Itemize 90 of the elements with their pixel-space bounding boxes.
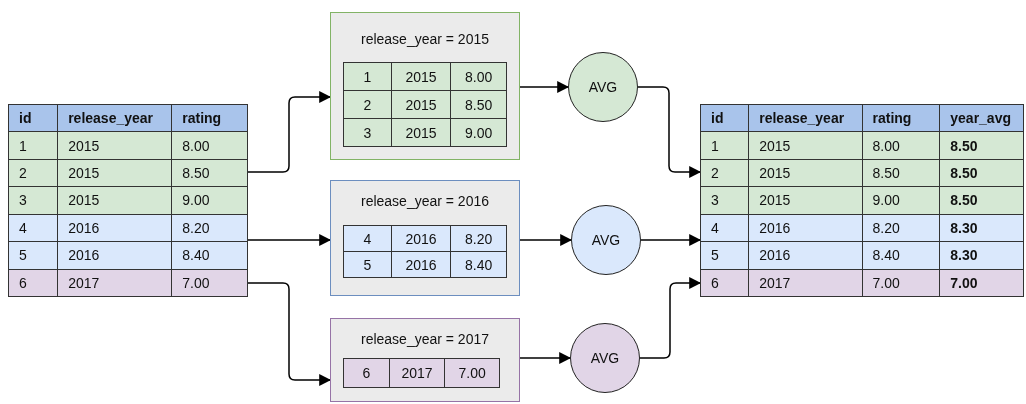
- arrow: [247, 282, 332, 386]
- column-header: rating: [172, 105, 247, 132]
- table-cell: 2: [344, 91, 391, 118]
- partition-box: [330, 12, 520, 160]
- table-cell: 1: [9, 132, 58, 159]
- arrow: [519, 81, 570, 93]
- table-cell: 1: [701, 132, 749, 159]
- table-cell: 8.20: [451, 226, 506, 251]
- table-cell: 8.20: [862, 214, 940, 242]
- function-label: AVG: [591, 232, 621, 248]
- table-cell: 4: [344, 226, 391, 251]
- table-cell: 8.50: [451, 91, 506, 118]
- table-cell: 2015: [749, 187, 862, 214]
- table-cell: 9.00: [862, 187, 940, 214]
- table-cell: 8.00: [451, 63, 506, 90]
- data-table: [343, 225, 507, 278]
- table-cell: 7.00: [172, 269, 247, 296]
- table-cell: 6: [701, 269, 749, 296]
- table-cell: 8.50: [940, 159, 1023, 187]
- table-cell: 2015: [391, 63, 451, 90]
- table-cell: 8.00: [862, 132, 940, 159]
- table-cell: 7.00: [445, 359, 499, 387]
- table-cell: 8.40: [172, 242, 247, 269]
- table-cell: 8.50: [940, 132, 1023, 159]
- table-cell: 3: [344, 119, 391, 146]
- column-header: year_avg: [940, 105, 1023, 132]
- table-cell: 8.50: [172, 159, 247, 187]
- table-cell: 8.30: [940, 242, 1023, 269]
- table-cell: 2015: [749, 159, 862, 187]
- column-header: id: [701, 105, 749, 132]
- column-header: rating: [862, 105, 940, 132]
- arrow: [640, 234, 702, 246]
- function-label: AVG: [588, 79, 618, 95]
- table-cell: 4: [9, 214, 58, 242]
- table-cell: 8.50: [862, 159, 940, 187]
- column-header: release_year: [58, 105, 172, 132]
- partition-label: release_year = 2017: [359, 331, 490, 347]
- arrow: [637, 86, 702, 178]
- arrow: [247, 234, 332, 246]
- table-cell: 5: [701, 242, 749, 269]
- table-cell: 1: [344, 63, 391, 90]
- table-cell: 2017: [389, 359, 445, 387]
- table-cell: 6: [344, 359, 389, 387]
- table-cell: 8.50: [940, 187, 1023, 214]
- table-cell: 2016: [749, 214, 862, 242]
- table-cell: 2015: [749, 132, 862, 159]
- table-cell: 2016: [391, 252, 451, 277]
- table-cell: 2016: [58, 242, 172, 269]
- table-cell: 7.00: [862, 269, 940, 296]
- data-table: [343, 62, 507, 147]
- table-cell: 5: [344, 252, 391, 277]
- column-header: release_year: [749, 105, 862, 132]
- column-header: id: [9, 105, 58, 132]
- arrow: [247, 91, 332, 173]
- table-cell: 8.40: [451, 252, 506, 277]
- table-cell: 2016: [749, 242, 862, 269]
- table-cell: 2015: [58, 159, 172, 187]
- table-cell: 4: [701, 214, 749, 242]
- data-table: [700, 104, 1024, 297]
- table-cell: 2015: [58, 187, 172, 214]
- arrow: [519, 352, 572, 364]
- table-cell: 8.40: [862, 242, 940, 269]
- table-cell: 2: [9, 159, 58, 187]
- arrow: [639, 277, 702, 359]
- table-cell: 3: [701, 187, 749, 214]
- table-cell: 8.30: [940, 214, 1023, 242]
- table-cell: 2015: [391, 119, 451, 146]
- table-cell: 6: [9, 269, 58, 296]
- table-cell: 2016: [58, 214, 172, 242]
- table-cell: 2015: [58, 132, 172, 159]
- partition-box: [330, 318, 520, 402]
- partition-label: release_year = 2016: [359, 193, 490, 209]
- table-cell: 2015: [391, 91, 451, 118]
- table-cell: 2: [701, 159, 749, 187]
- table-cell: 9.00: [172, 187, 247, 214]
- table-cell: 7.00: [940, 269, 1023, 296]
- table-cell: 8.20: [172, 214, 247, 242]
- data-table: [343, 358, 500, 388]
- table-cell: 2017: [749, 269, 862, 296]
- table-cell: 9.00: [451, 119, 506, 146]
- arrow: [519, 234, 573, 246]
- partition-box: [330, 180, 520, 296]
- function-label: AVG: [590, 350, 620, 366]
- table-cell: 2016: [391, 226, 451, 251]
- table-cell: 5: [9, 242, 58, 269]
- table-cell: 3: [9, 187, 58, 214]
- data-table: [8, 104, 248, 297]
- table-cell: 2017: [58, 269, 172, 296]
- table-cell: 8.00: [172, 132, 247, 159]
- partition-label: release_year = 2015: [359, 31, 490, 47]
